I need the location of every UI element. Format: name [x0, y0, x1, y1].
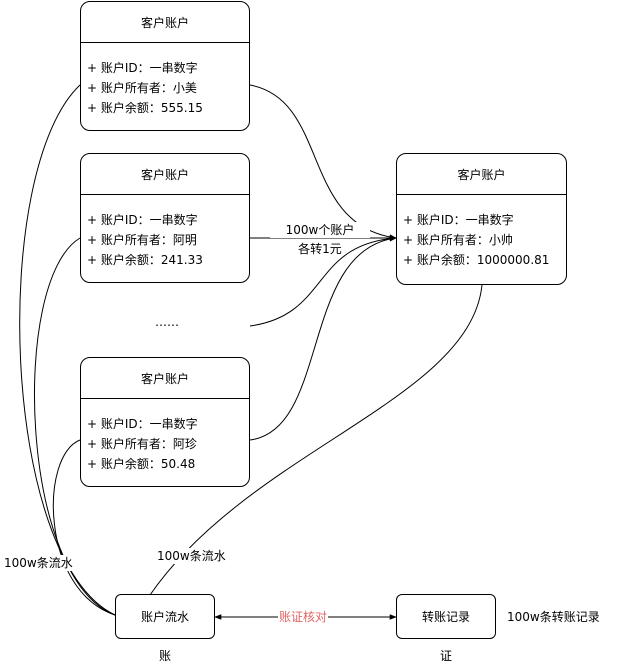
customer-account-card: 客户账户 + 账户ID：一串数字 + 账户所有者：阿明 + 账户余额：241.3… [80, 153, 250, 283]
transfer-label: 100w个账户 各转1元 [270, 222, 370, 257]
edge-ellipsis-to-target [249, 235, 397, 327]
account-balance-row: + 账户余额：241.33 [87, 253, 203, 267]
voucher-label: 证 [440, 649, 453, 663]
account-owner-row: + 账户所有者：阿明 [87, 233, 197, 247]
transfer-record-box: 转账记录 [396, 594, 496, 639]
account-flow-box: 账户流水 [115, 594, 215, 639]
customer-account-card: 客户账户 + 账户ID：一串数字 + 账户所有者：小美 + 账户余额：555.1… [80, 1, 250, 131]
card-title: 客户账户 [81, 2, 249, 43]
edge-account1-to-target [249, 84, 397, 240]
edge-target-to-flow [149, 284, 483, 596]
account-id-row: + 账户ID：一串数字 [87, 61, 198, 75]
record-count: 100w条转账记录 [507, 610, 600, 624]
account-balance-row: + 账户余额：1000000.81 [403, 253, 550, 267]
card-title: 客户账户 [397, 154, 566, 195]
account-id-row: + 账户ID：一串数字 [87, 417, 198, 431]
account-owner-row: + 账户所有者：阿珍 [87, 437, 197, 451]
target-account-card: 客户账户 + 账户ID：一串数字 + 账户所有者：小帅 + 账户余额：10000… [396, 153, 567, 285]
reconcile-label: 账证核对 [278, 609, 329, 625]
edge-account3-to-flow [52, 439, 116, 616]
customer-account-card: 客户账户 + 账户ID：一串数字 + 账户所有者：阿珍 + 账户余额：50.48 [80, 357, 250, 487]
ledger-label: 账 [159, 649, 172, 663]
edge-account2-to-flow [34, 237, 116, 616]
card-title: 客户账户 [81, 154, 249, 195]
account-balance-row: + 账户余额：50.48 [87, 457, 196, 471]
account-owner-row: + 账户所有者：小美 [87, 81, 197, 95]
account-owner-row: + 账户所有者：小帅 [403, 233, 513, 247]
flow-count-left: 100w条流水 [4, 555, 73, 571]
account-balance-row: + 账户余额：555.15 [87, 101, 203, 115]
card-title: 客户账户 [81, 358, 249, 399]
transfer-label-line1: 100w个账户 [270, 222, 370, 238]
edge-account3-to-target [249, 236, 397, 441]
edge-account1-to-flow [19, 84, 116, 616]
account-id-row: + 账户ID：一串数字 [403, 213, 514, 227]
account-id-row: + 账户ID：一串数字 [87, 213, 198, 227]
more-accounts-ellipsis: …… [155, 315, 179, 329]
transfer-label-line2: 各转1元 [298, 242, 342, 256]
flow-count-mid: 100w条流水 [157, 548, 226, 564]
